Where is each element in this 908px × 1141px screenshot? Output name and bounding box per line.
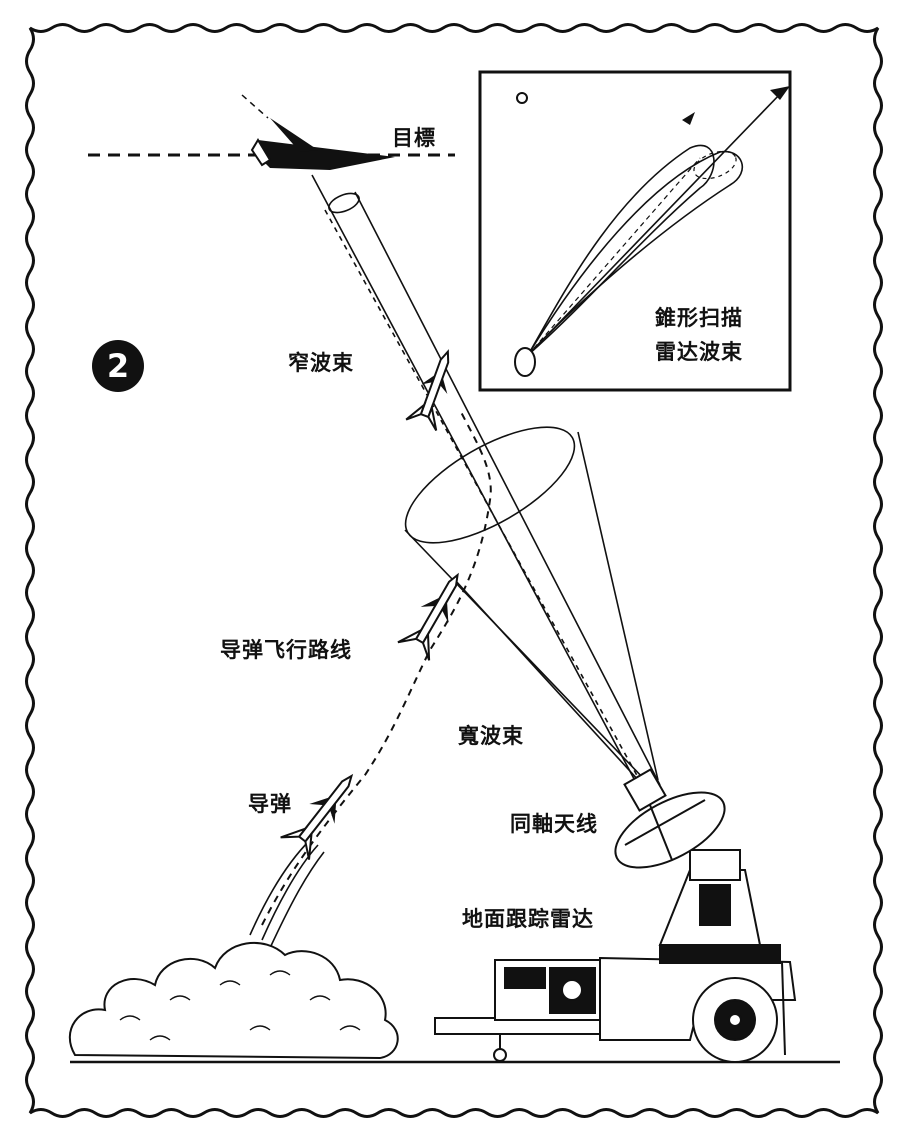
label-missile: 导弹 — [248, 792, 292, 816]
label-ground-tracking-radar: 地面跟踪雷达 — [462, 907, 594, 931]
label-wide-beam: 寬波束 — [458, 724, 524, 748]
label-conical-scan-line2: 雷达波束 — [655, 340, 743, 364]
label-missile-flight-path: 导弹飞行路线 — [220, 638, 352, 662]
missile-flight-path-curve — [261, 409, 492, 926]
missile-icon-midcourse — [397, 572, 459, 661]
label-coaxial-antenna: 同軸天线 — [510, 812, 598, 836]
ground-tracking-radar-vehicle — [434, 768, 797, 1063]
label-target: 目標 — [392, 126, 436, 150]
target-aircraft-icon — [250, 118, 395, 170]
narrow-beam — [311, 174, 661, 791]
wide-beam-cone — [404, 426, 659, 783]
smoke-texture — [119, 970, 361, 1041]
launch-trail — [249, 839, 325, 949]
figure-number-badge: 2 — [92, 340, 144, 392]
missile-icon-launch — [280, 773, 354, 860]
target-approach-line — [241, 94, 269, 119]
label-conical-scan-line1: 錐形扫描 — [655, 306, 743, 330]
missile-icon-terminal — [405, 349, 450, 431]
launch-smoke-cloud — [68, 941, 399, 1060]
label-narrow-beam: 窄波束 — [288, 351, 354, 375]
conical-scan-inset — [478, 70, 792, 392]
wavy-border-frame — [25, 23, 883, 1118]
